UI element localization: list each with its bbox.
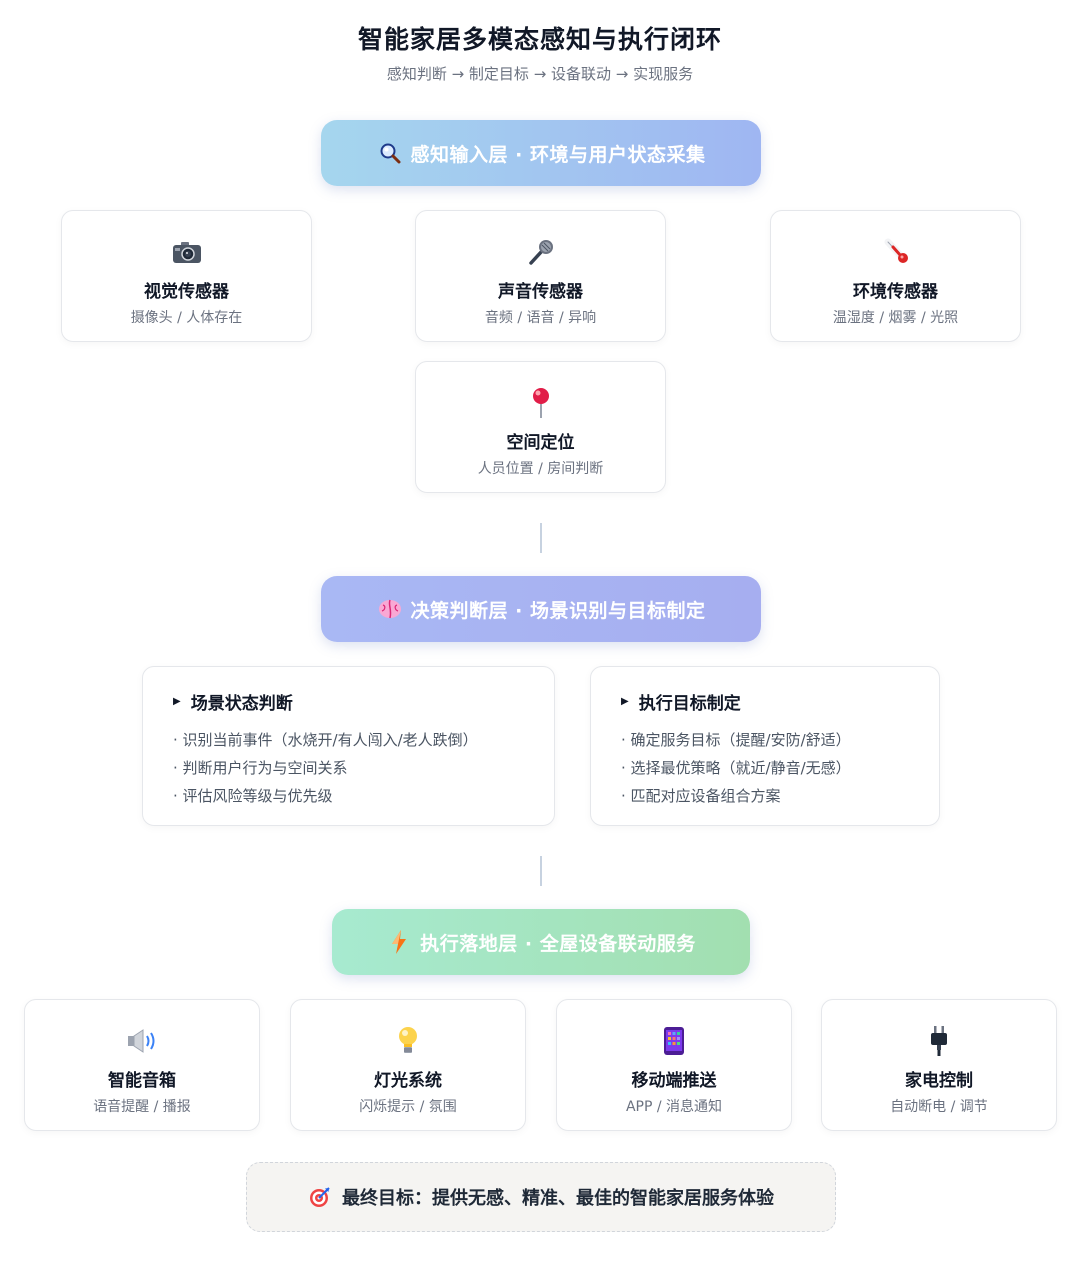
triangle-bullet-icon: ▶ xyxy=(621,696,629,707)
device-desc: 自动断电 / 调节 xyxy=(890,1099,988,1115)
lightning-icon xyxy=(386,929,412,955)
sensor-card-vision: 视觉传感器 摄像头 / 人体存在 xyxy=(61,210,312,342)
device-card-lighting: 灯光系统 闪烁提示 / 氛围 xyxy=(290,999,526,1131)
device-card-appliance: 家电控制 自动断电 / 调节 xyxy=(821,999,1057,1131)
brain-icon xyxy=(377,596,403,622)
decision-item: · 判断用户行为与空间关系 xyxy=(173,759,348,777)
lightbulb-icon xyxy=(291,1026,525,1056)
perception-layer-label: 感知输入层 · 环境与用户状态采集 xyxy=(410,143,706,166)
sensor-desc: 音频 / 语音 / 异响 xyxy=(484,310,597,326)
decision-group-target: ▶ 执行目标制定 · 确定服务目标（提醒/安防/舒适） · 选择最优策略（就近/… xyxy=(590,666,940,826)
connector-line xyxy=(540,856,542,886)
diagram-subtitle: 感知判断 → 制定目标 → 设备联动 → 实现服务 xyxy=(386,65,694,83)
device-name: 灯光系统 xyxy=(374,1071,442,1091)
final-goal-text: 最终目标：提供无感、精准、最佳的智能家居服务体验 xyxy=(342,1188,774,1209)
decision-item: · 选择最优策略（就近/静音/无感） xyxy=(621,759,851,777)
device-desc: 闪烁提示 / 氛围 xyxy=(359,1099,457,1115)
device-name: 家电控制 xyxy=(905,1071,973,1091)
magnifier-icon xyxy=(377,140,403,166)
sensor-card-environment: 环境传感器 温湿度 / 烟雾 / 光照 xyxy=(770,210,1021,342)
pushpin-icon xyxy=(416,388,665,418)
device-card-speaker: 智能音箱 语音提醒 / 播报 xyxy=(24,999,260,1131)
decision-item: · 匹配对应设备组合方案 xyxy=(621,787,781,805)
device-name: 智能音箱 xyxy=(108,1071,176,1091)
mobile-phone-icon xyxy=(557,1026,791,1056)
device-desc: APP / 消息通知 xyxy=(625,1099,723,1115)
final-goal-box: 最终目标：提供无感、精准、最佳的智能家居服务体验 xyxy=(246,1162,836,1232)
decision-group-title: 执行目标制定 xyxy=(638,694,741,714)
execution-layer-label: 执行落地层 · 全屋设备联动服务 xyxy=(420,932,696,955)
decision-item: · 评估风险等级与优先级 xyxy=(173,787,333,805)
decision-group-title: 场景状态判断 xyxy=(190,694,293,714)
sensor-desc: 温湿度 / 烟雾 / 光照 xyxy=(832,310,959,326)
sensor-name: 环境传感器 xyxy=(853,282,938,302)
camera-icon xyxy=(62,237,311,267)
decision-layer-label: 决策判断层 · 场景识别与目标制定 xyxy=(410,599,706,622)
sensor-name: 声音传感器 xyxy=(498,282,583,302)
decision-item: · 确定服务目标（提醒/安防/舒适） xyxy=(621,731,851,749)
thermometer-icon xyxy=(771,237,1020,267)
decision-layer-banner: 决策判断层 · 场景识别与目标制定 xyxy=(321,576,761,642)
decision-group-header: ▶ 执行目标制定 xyxy=(621,689,939,714)
sensor-card-sound: 声音传感器 音频 / 语音 / 异响 xyxy=(415,210,666,342)
device-name: 移动端推送 xyxy=(631,1071,717,1091)
connector-line xyxy=(540,523,542,553)
triangle-bullet-icon: ▶ xyxy=(173,696,181,707)
sensor-desc: 摄像头 / 人体存在 xyxy=(130,310,243,326)
sensor-desc: 人员位置 / 房间判断 xyxy=(477,461,604,477)
power-plug-icon xyxy=(822,1026,1056,1056)
device-card-mobile: 移动端推送 APP / 消息通知 xyxy=(556,999,792,1131)
decision-group-scene: ▶ 场景状态判断 · 识别当前事件（水烧开/有人闯入/老人跌倒） · 判断用户行… xyxy=(142,666,555,826)
perception-layer-banner: 感知输入层 · 环境与用户状态采集 xyxy=(321,120,761,186)
microphone-icon xyxy=(416,237,665,267)
diagram-title: 智能家居多模态感知与执行闭环 xyxy=(357,25,722,54)
decision-group-header: ▶ 场景状态判断 xyxy=(173,689,554,714)
sensor-name: 视觉传感器 xyxy=(144,282,229,302)
device-desc: 语音提醒 / 播报 xyxy=(93,1099,191,1115)
decision-item: · 识别当前事件（水烧开/有人闯入/老人跌倒） xyxy=(173,731,478,749)
speaker-icon xyxy=(25,1026,259,1056)
target-icon xyxy=(308,1185,332,1209)
execution-layer-banner: 执行落地层 · 全屋设备联动服务 xyxy=(332,909,750,975)
sensor-name: 空间定位 xyxy=(506,433,575,453)
sensor-card-location: 空间定位 人员位置 / 房间判断 xyxy=(415,361,666,493)
